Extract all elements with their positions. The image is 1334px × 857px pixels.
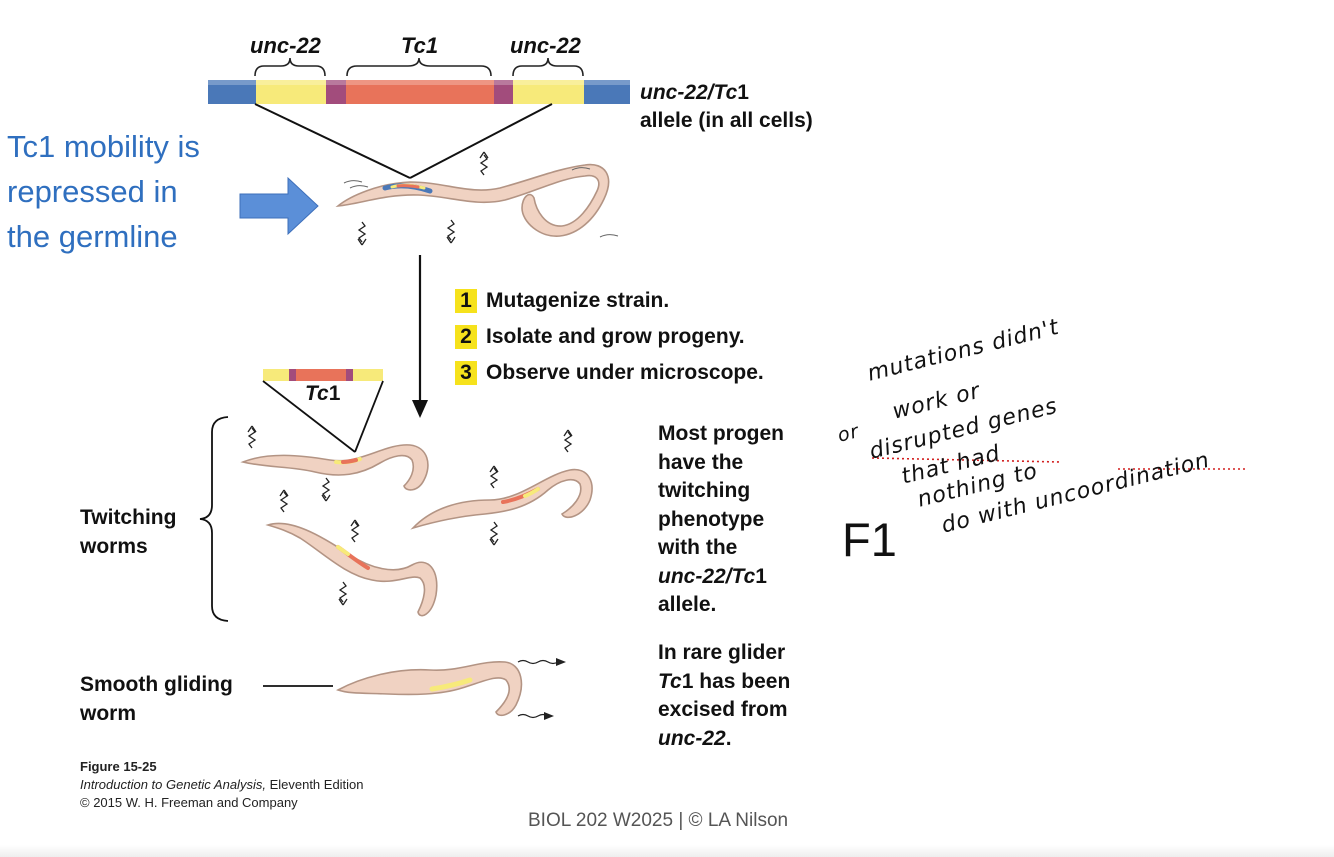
gliding-worm — [263, 658, 566, 720]
callout-lines — [254, 103, 553, 179]
slide-footer: BIOL 202 W2025 | © LA Nilson — [528, 810, 789, 831]
gene-braces — [254, 57, 584, 77]
blue-arrow-icon — [239, 176, 319, 236]
twitching-worms-label: Twitching worms — [80, 506, 177, 558]
down-arrow-icon — [412, 255, 428, 418]
germline-worm — [335, 151, 619, 246]
gliding-worm-label: Smooth gliding worm — [80, 673, 233, 725]
twitching-brace — [199, 416, 229, 622]
twitching-worm — [265, 489, 438, 617]
gene-label-unc22-left: unc-22 — [250, 33, 321, 58]
bottom-shade — [0, 845, 1334, 857]
allele-label: unc-22/Tc1 allele (in all cells) — [640, 81, 813, 132]
tc1-insert-bar — [262, 369, 384, 453]
glider-description: In rare glider Tc1 has been excised from… — [658, 641, 791, 750]
handwriting-dotted-lines — [871, 457, 1246, 470]
f1-label: F1 — [842, 513, 897, 566]
tc1-insert-label: Tc1 — [305, 382, 341, 405]
twitching-worm — [410, 429, 593, 546]
gene-label-unc22-right: unc-22 — [510, 33, 581, 58]
gene-bar — [208, 80, 630, 104]
progeny-description: Most progen have the twitching phenotype… — [658, 422, 784, 616]
figure-caption: Figure 15-25 Introduction to Genetic Ana… — [80, 759, 364, 810]
slide-note: Tc1 mobility is repressed in the germlin… — [7, 129, 200, 254]
gene-label-tc1: Tc1 — [401, 33, 439, 58]
twitching-worm — [240, 425, 429, 502]
handwritten-note: mutations didn't work or or disrupted ge… — [835, 315, 1258, 539]
handwriting-bullet: or — [835, 420, 862, 447]
